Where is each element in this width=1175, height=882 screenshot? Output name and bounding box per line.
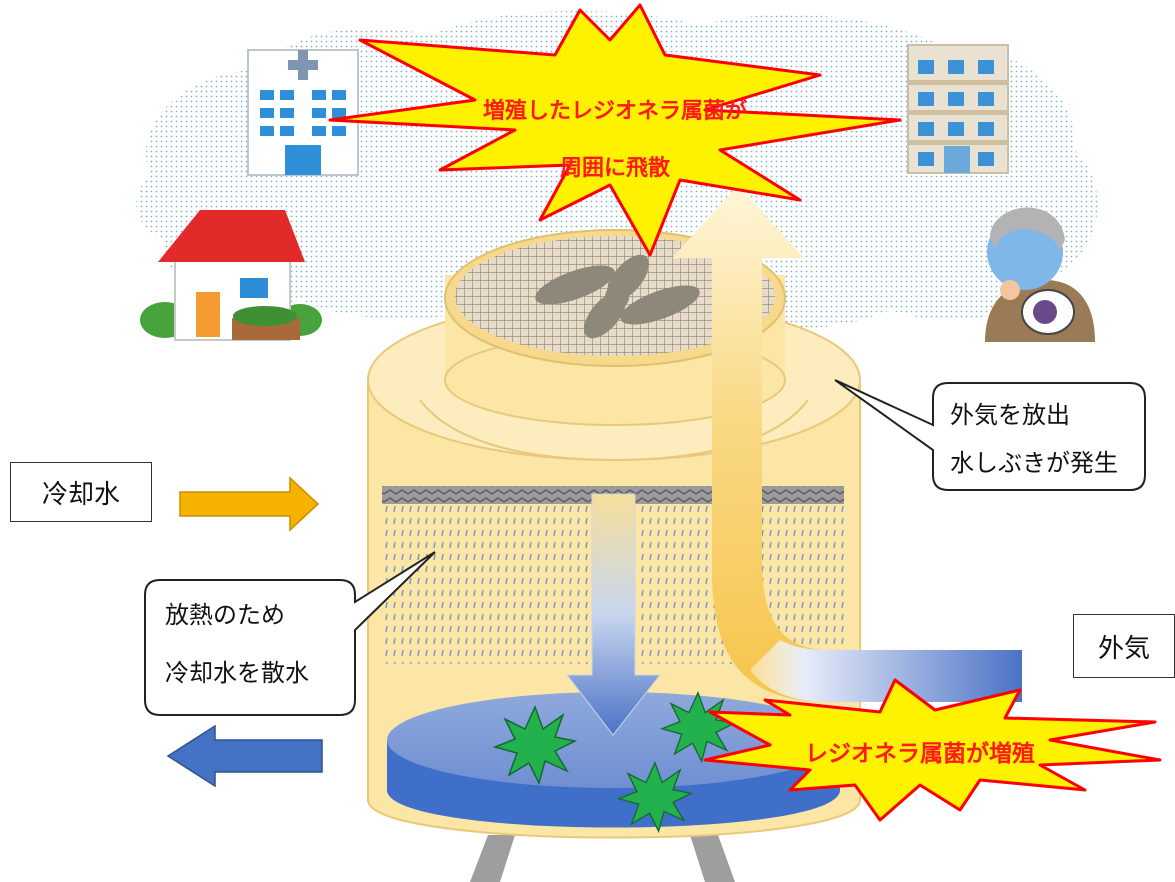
bottom-burst-label: レジオネラ属菌が増殖 <box>805 741 1035 767</box>
top-burst-line2: 周囲に飛散 <box>559 156 670 181</box>
tower-legs <box>470 835 735 882</box>
cooling-water-inlet-arrow <box>179 476 320 532</box>
callout-spray-line2: 冷却水を散水 <box>165 659 309 687</box>
sick-person-icon <box>985 207 1095 342</box>
outside-air-arrow <box>672 185 1022 702</box>
cooling-water-label-box: 冷却水 <box>10 462 152 522</box>
callout-spray-line1: 放熱のため <box>165 601 285 629</box>
bacteria-icon <box>492 691 737 834</box>
house-icon <box>140 210 322 341</box>
top-burst-shape <box>328 3 902 257</box>
callout-exhaust-line2: 水しぶきが発生 <box>950 449 1118 477</box>
callout-spray-bubble <box>144 551 436 716</box>
hospital-icon <box>247 49 359 176</box>
bottom-burst-shape <box>703 678 1162 822</box>
water-outlet-arrow <box>166 724 323 788</box>
apartment-building-icon <box>907 44 1009 174</box>
fan-icon <box>535 254 700 339</box>
cooling-water-label: 冷却水 <box>41 479 120 510</box>
outside-air-label-box: 外気 <box>1073 614 1175 678</box>
callout-exhaust-bubble <box>834 379 1146 491</box>
callout-exhaust-line1: 外気を放出 <box>950 401 1070 429</box>
spray-down-arrow <box>565 493 662 736</box>
top-burst-line1: 増殖したレジオネラ属菌が <box>482 99 747 124</box>
outside-air-label: 外気 <box>1097 633 1150 664</box>
